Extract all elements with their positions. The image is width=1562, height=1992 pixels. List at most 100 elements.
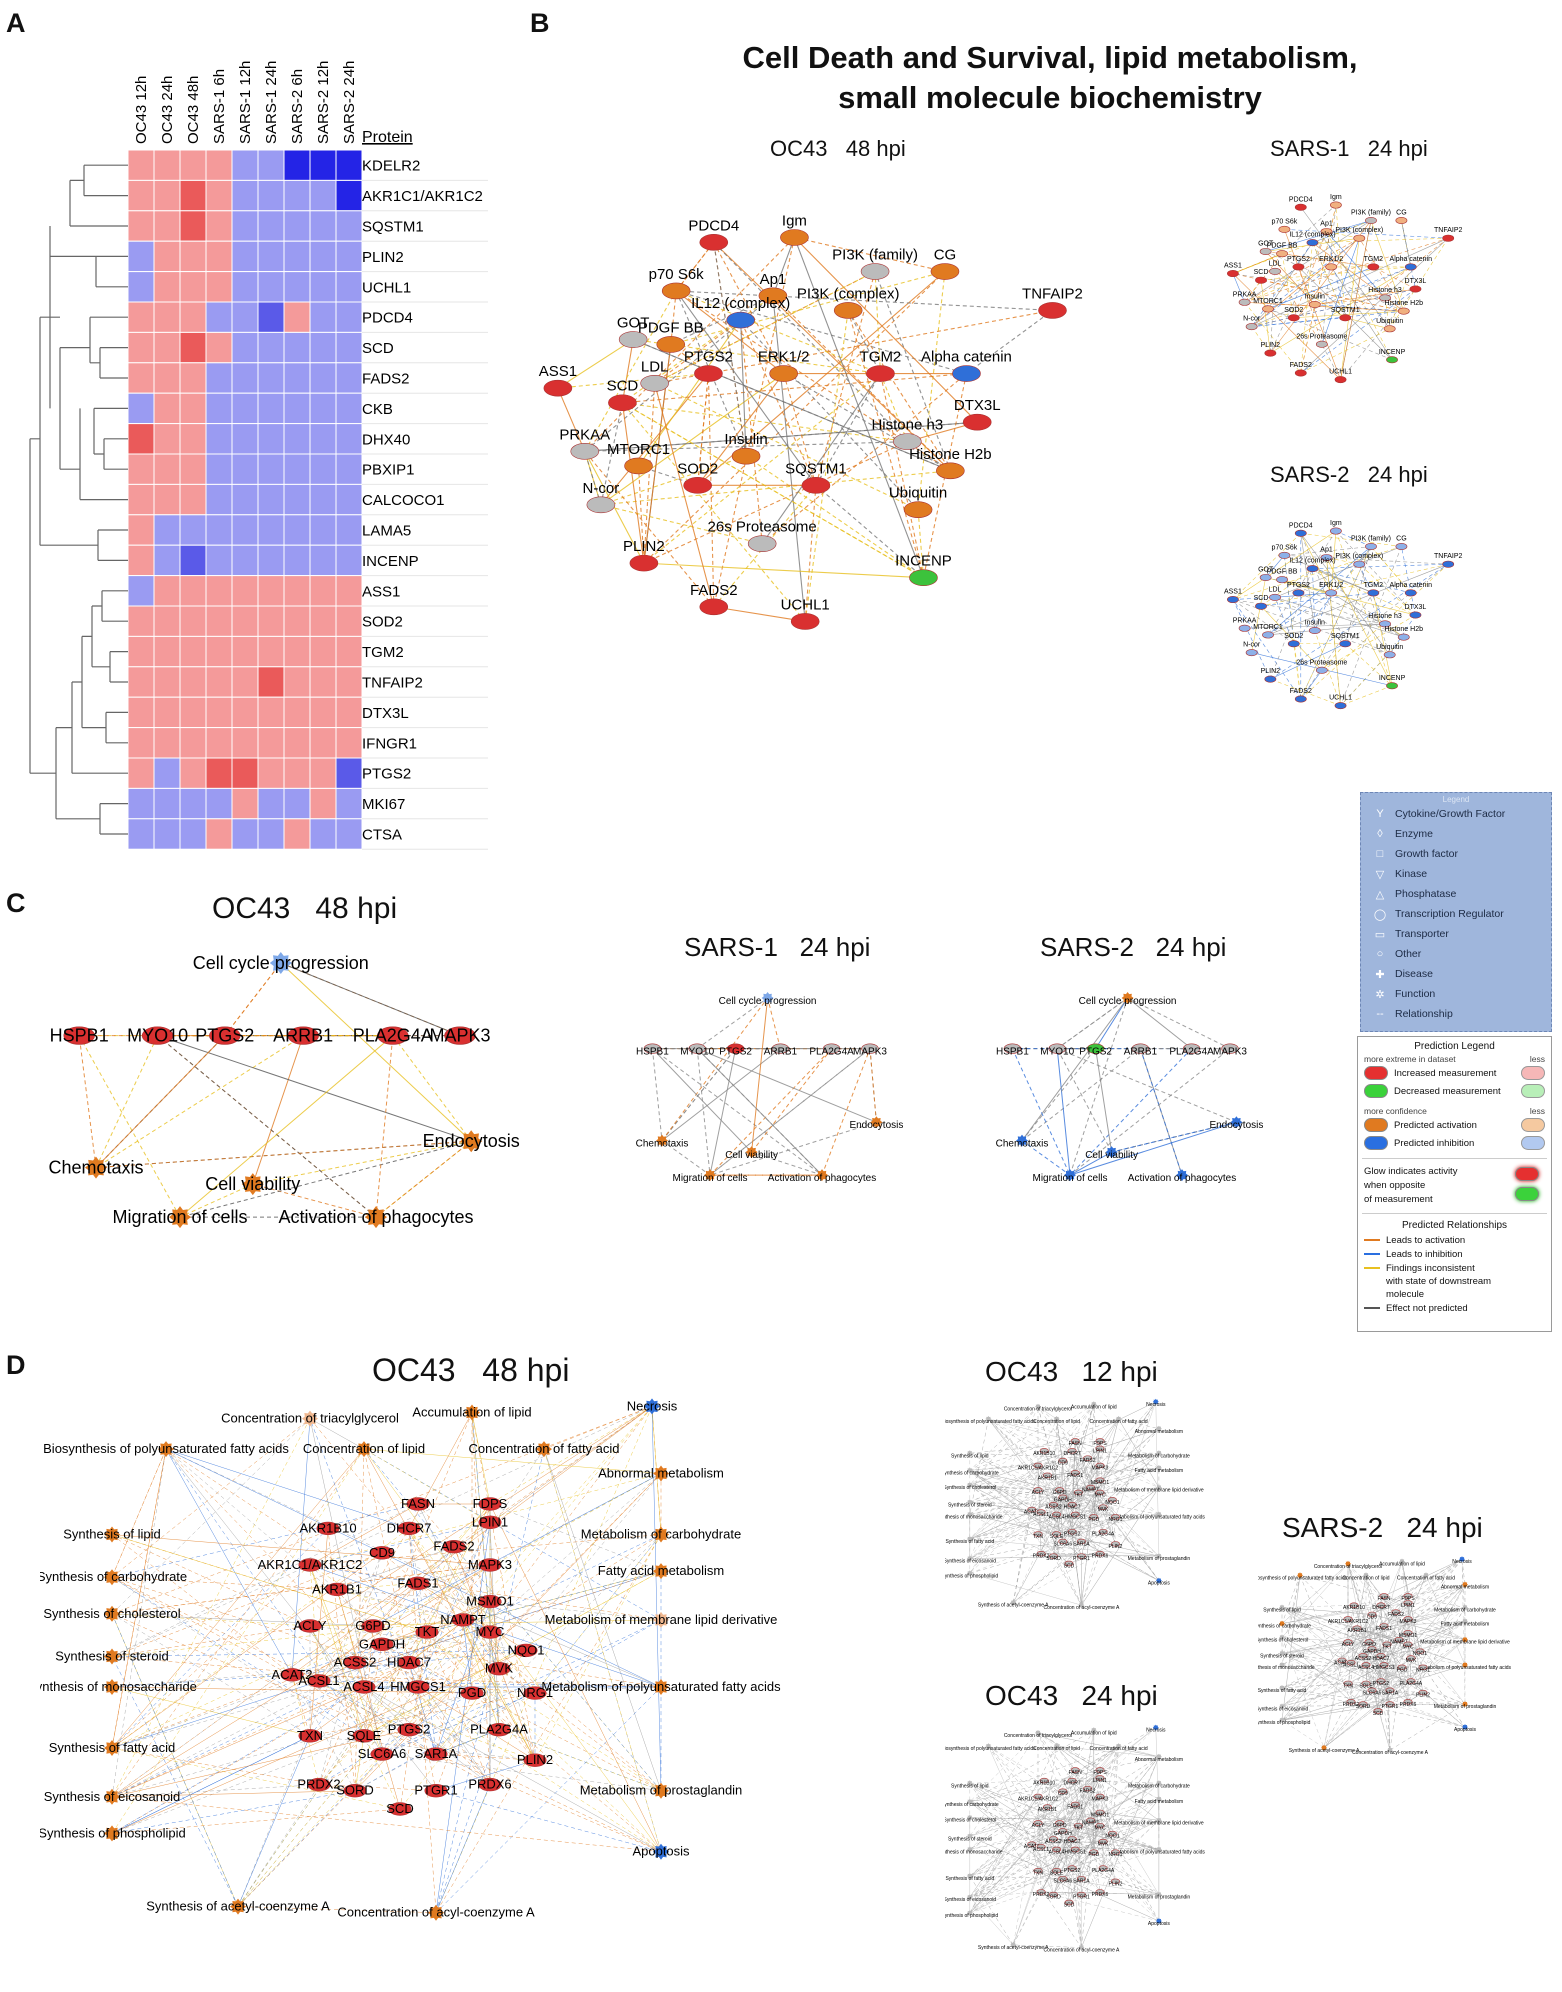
- network-edge: [1057, 1048, 1237, 1123]
- heatmap-cell: [257, 240, 285, 273]
- network-edge: [111, 1656, 239, 1907]
- network-edge: [969, 1830, 1063, 1850]
- network-edge: [1267, 237, 1360, 310]
- ap1-label: Ap1: [1320, 547, 1333, 554]
- network-edge: [654, 271, 876, 384]
- panel-b-sars2-title: SARS-2 24 hpi: [1270, 462, 1428, 487]
- cd9-node: [370, 1546, 394, 1560]
- heatmap-cell: [153, 666, 181, 698]
- nqo1-label: NQO1: [508, 1642, 545, 1657]
- legend-item-label: Kinase: [1395, 868, 1428, 880]
- prdx2-node: [1036, 1889, 1046, 1895]
- cd9-node: [1058, 1457, 1068, 1464]
- network-d-sars2-24hpi: Concentration of triacylglycerolAccumula…: [1258, 1556, 1511, 1756]
- acly-label: ACLY: [294, 1618, 327, 1633]
- plin2-label: PLIN2: [623, 538, 665, 555]
- network-edge: [1401, 1584, 1466, 1668]
- panel-c-sars1-title: SARS-1 24 hpi: [684, 932, 871, 962]
- legend-item-disease: ✚Disease: [1361, 964, 1551, 984]
- network-edge: [111, 1674, 293, 1688]
- legend-item-label: Enzyme: [1395, 828, 1433, 840]
- network-edge: [1377, 1618, 1409, 1712]
- sqle-node: [1052, 1531, 1062, 1537]
- migration-of-cells-node: [169, 1206, 191, 1229]
- network-edge: [969, 1453, 1073, 1505]
- mtorc1-label: MTORC1: [1253, 298, 1283, 305]
- network-edge: [1347, 1683, 1466, 1705]
- network-edge: [1069, 1151, 1112, 1176]
- network-edge: [1053, 1531, 1104, 1557]
- network-edge: [1281, 1575, 1301, 1666]
- network-edge: [111, 1662, 410, 1798]
- network-edge: [988, 1418, 1039, 1466]
- mvk-node: [1098, 1838, 1108, 1845]
- endocytosis-node: [1230, 1116, 1243, 1129]
- network-edge: [1383, 1561, 1403, 1626]
- biosynthesis-of-polyunsaturated-fatty-acids-node: [1297, 1572, 1303, 1579]
- heatmap-cell: [335, 483, 363, 516]
- network-edge: [318, 1680, 437, 1755]
- edges: [1281, 1558, 1466, 1751]
- heatmap-cell: [335, 149, 363, 181]
- network-edge: [1074, 1492, 1079, 1515]
- network-edge: [1037, 1822, 1070, 1903]
- mapk3-label: MAPK3: [1213, 1047, 1247, 1058]
- network-edge: [1335, 205, 1346, 318]
- pla2g4a-label: PLA2G4A: [1092, 1532, 1115, 1538]
- prdx6-label: PRDX6: [1400, 1702, 1417, 1708]
- mtorc1-label: MTORC1: [607, 441, 670, 458]
- mapk3-label: MAPK3: [1400, 1619, 1417, 1625]
- network-edge: [1326, 557, 1341, 706]
- akr1c1-akr1c2-label: AKR1C1/AKR1C2: [1018, 1466, 1059, 1472]
- legend-item-transporter: ▭Transporter: [1361, 924, 1551, 944]
- less-label-1: less: [1529, 1054, 1545, 1064]
- synthesis-of-eicosanoid-node: [1279, 1703, 1285, 1710]
- synthesis-of-eicosanoid-node: [966, 1894, 973, 1901]
- fasn-node: [1379, 1593, 1389, 1599]
- network-edge: [1037, 1870, 1063, 1879]
- network-edge: [1062, 1851, 1094, 1879]
- network-edge: [1081, 1553, 1101, 1606]
- network-edge: [1037, 1732, 1159, 1757]
- 26s-proteasome-label: 26s Proteasome: [1296, 333, 1347, 340]
- network-edge: [1362, 1639, 1400, 1705]
- network-edge: [969, 1418, 989, 1515]
- network-edge: [165, 1448, 491, 1602]
- ptgs2-node: [1376, 1678, 1386, 1684]
- mapk3-node: [1095, 1793, 1105, 1800]
- heatmap-cell: [127, 544, 155, 577]
- network-edge: [1112, 1798, 1160, 1834]
- network-edge: [988, 1418, 1054, 1505]
- network-edge: [1371, 1614, 1391, 1691]
- network-edge: [179, 1140, 472, 1218]
- heatmap-cell: [127, 818, 155, 850]
- network-edge: [111, 1747, 401, 1810]
- network-edge: [1251, 237, 1449, 327]
- histone-h3-node: [1379, 294, 1391, 302]
- network-edge: [969, 1465, 1039, 1471]
- hdac7-label: HDAC7: [1064, 1839, 1081, 1845]
- network-edge: [309, 1418, 437, 1755]
- pred-activation-label: Predicted activation: [1394, 1119, 1477, 1131]
- heatmap-cell: [257, 331, 285, 364]
- network-edge: [1373, 266, 1416, 290]
- extreme-label: more extreme in dataset: [1364, 1054, 1456, 1064]
- network-edge: [1053, 1553, 1101, 1557]
- network-edge: [740, 320, 747, 457]
- alpha-catenin-node: [1404, 263, 1417, 271]
- pla2g4a-label: PLA2G4A: [1400, 1681, 1423, 1687]
- network-edge: [336, 1589, 491, 1602]
- network-edge: [815, 271, 876, 486]
- network-edge: [969, 1833, 1113, 1914]
- ptgs2-node: [397, 1723, 421, 1737]
- sqstm1-node: [801, 477, 831, 494]
- network-edge: [969, 1875, 1014, 1946]
- network-edge: [1099, 1492, 1116, 1518]
- erk1-2-label: ERK1/2: [758, 349, 810, 366]
- mvk-label: MVK: [1098, 1842, 1110, 1848]
- network-edge: [969, 1745, 1119, 1803]
- erk1-2-node: [1325, 263, 1338, 271]
- panel-b-oc43-title: OC43 48 hpi: [770, 136, 906, 161]
- network-edge: [1330, 266, 1393, 360]
- concentration-of-triacylglycerol-node: [302, 1410, 318, 1427]
